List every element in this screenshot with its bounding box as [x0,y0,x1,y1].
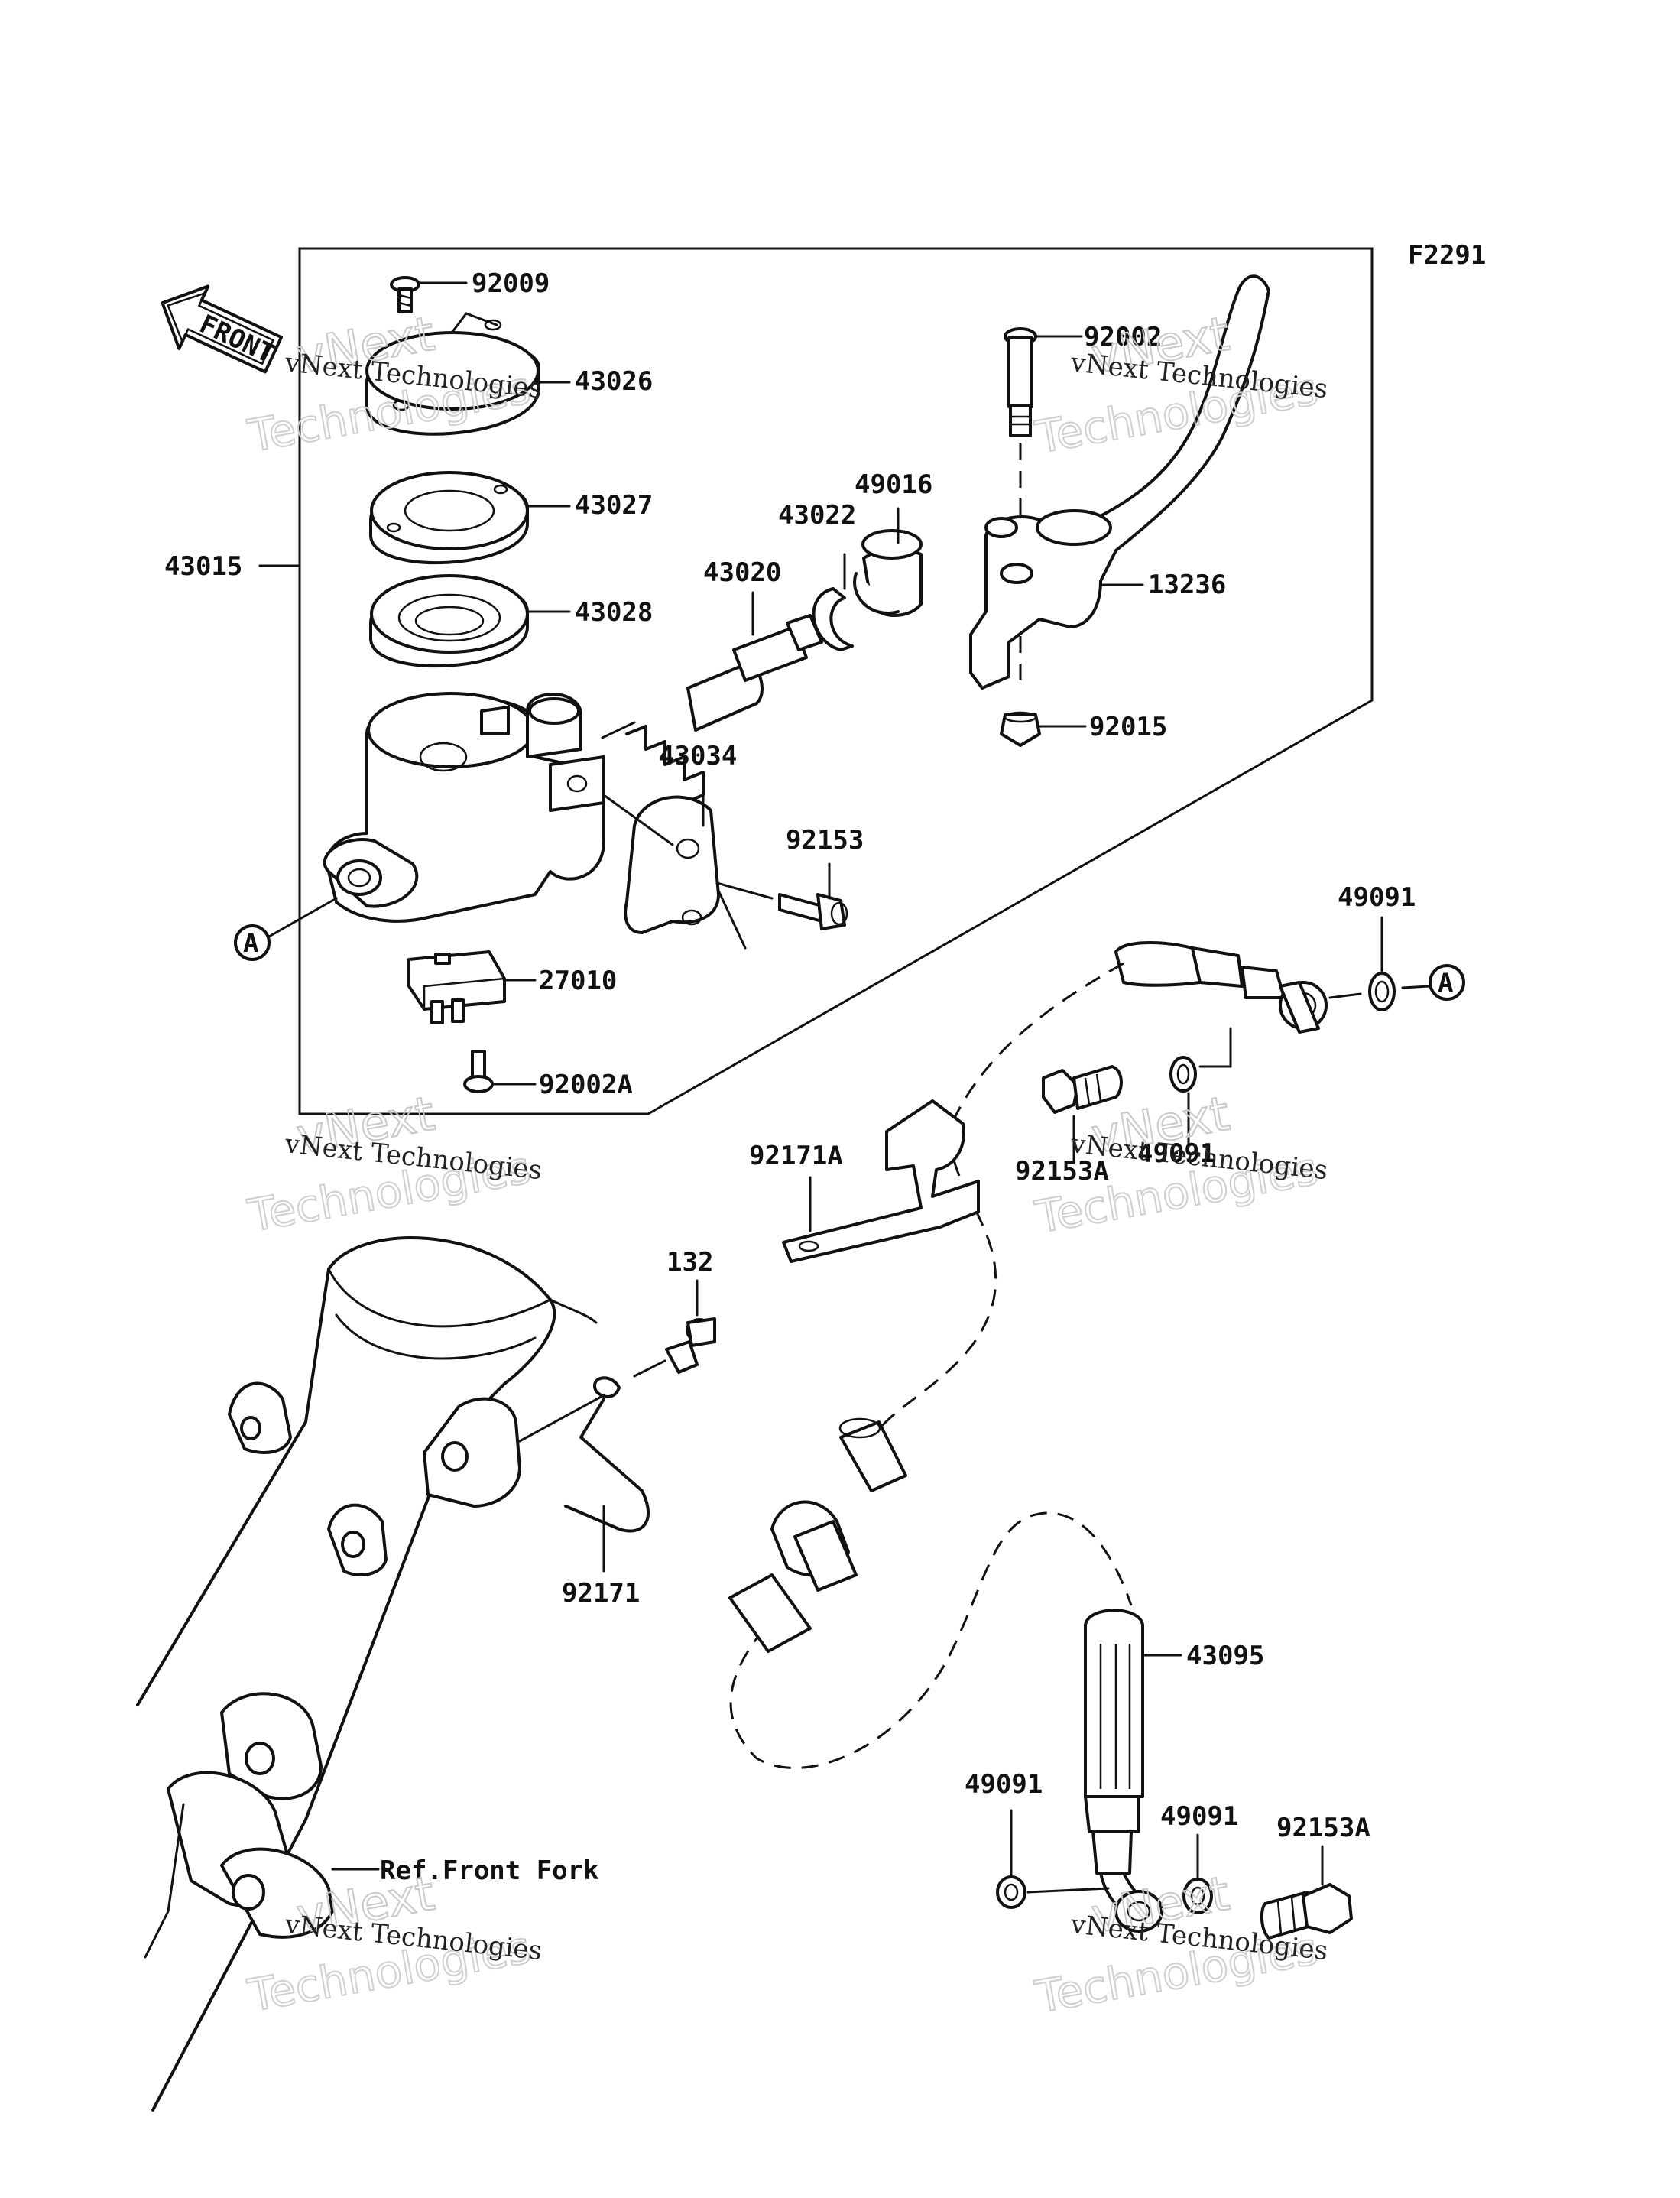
banjo-bolt-92153a-lower-icon [1260,1883,1353,1940]
part-label: 43022 [778,500,856,531]
part-label: 43027 [575,490,653,521]
part-label: 92171 [562,1578,640,1609]
part-label: 49091 [1160,1801,1238,1832]
part-label: 13236 [1148,570,1226,600]
washer-49091-middle-icon [1169,1056,1197,1093]
grommet-icon [728,1417,907,1653]
connector-a-right-label: A [1438,968,1453,998]
part-label: 92153A [1276,1813,1370,1843]
hose-clamp-92171-icon [564,1376,650,1533]
part-label: 43095 [1186,1641,1264,1671]
part-number-labels: 92009 43026 43027 43028 43015 43020 4302… [164,268,1416,1843]
part-label: 92002A [539,1070,633,1100]
banjo-bolt-92153a-upper-icon [1042,1065,1123,1114]
boot-49016-icon [853,529,923,617]
brake-lever-13236-icon [969,274,1270,690]
diaphragm-plate-43027-icon [369,471,529,565]
connector-a-right-icon [1429,964,1465,1001]
brake-hose-43095-icon [1084,1609,1163,1933]
part-label: 43028 [575,597,653,628]
part-label: 49091 [1137,1138,1215,1169]
part-label: 43015 [164,551,242,582]
piston-spring-43020-icon [625,614,823,803]
reservoir-cap-43026-icon [365,319,540,436]
part-label: 92009 [472,268,550,299]
front-fork-icon [136,1236,598,2112]
washer-49091-right-icon [1368,972,1396,1011]
brake-line-lower-dashed [729,1511,1133,1769]
part-label: 49091 [1338,882,1416,913]
part-label: 43020 [703,557,781,588]
pivot-bolt-92002-icon [1004,327,1037,437]
master-cylinder-body-43015-icon [323,692,605,923]
part-label: 132 [666,1247,713,1278]
reference-label-front-fork: Ref.Front Fork [380,1855,599,1886]
connector-a-left-icon [234,924,271,961]
brake-switch-27010-icon [407,950,506,1024]
diaphragm-43028-icon [369,574,529,668]
part-label: 92171A [749,1141,843,1171]
part-label: 49091 [965,1769,1043,1800]
part-label: 43034 [659,741,737,771]
part-label: 92002 [1084,322,1162,352]
figure-code: F2291 [1408,240,1486,271]
clamp-43034-icon [624,795,720,934]
assembly-frame [298,247,1374,1115]
part-label: 49016 [855,469,932,500]
front-arrow-icon: FRONT [161,284,284,374]
part-label: 92153 [786,825,864,855]
part-label: 27010 [539,966,617,996]
part-label: 92153A [1015,1156,1109,1187]
bolt-132-icon [665,1317,716,1374]
hose-bracket-92171a-icon [782,1099,980,1263]
clamp-bolt-92153-icon [778,893,848,930]
screw-92009-icon [390,276,420,313]
hose-fitting-upper-icon [1114,941,1328,1034]
connector-a-left-label: A [243,928,258,959]
circlip-43022-icon [812,587,854,651]
screw-92002a-icon [463,1050,494,1093]
washer-49091-lower-right-icon [1182,1878,1213,1914]
part-label: 92015 [1089,712,1167,742]
nut-92015-icon [1000,711,1041,747]
part-label: 43026 [575,366,653,397]
washer-49091-lower-left-icon [996,1875,1026,1909]
